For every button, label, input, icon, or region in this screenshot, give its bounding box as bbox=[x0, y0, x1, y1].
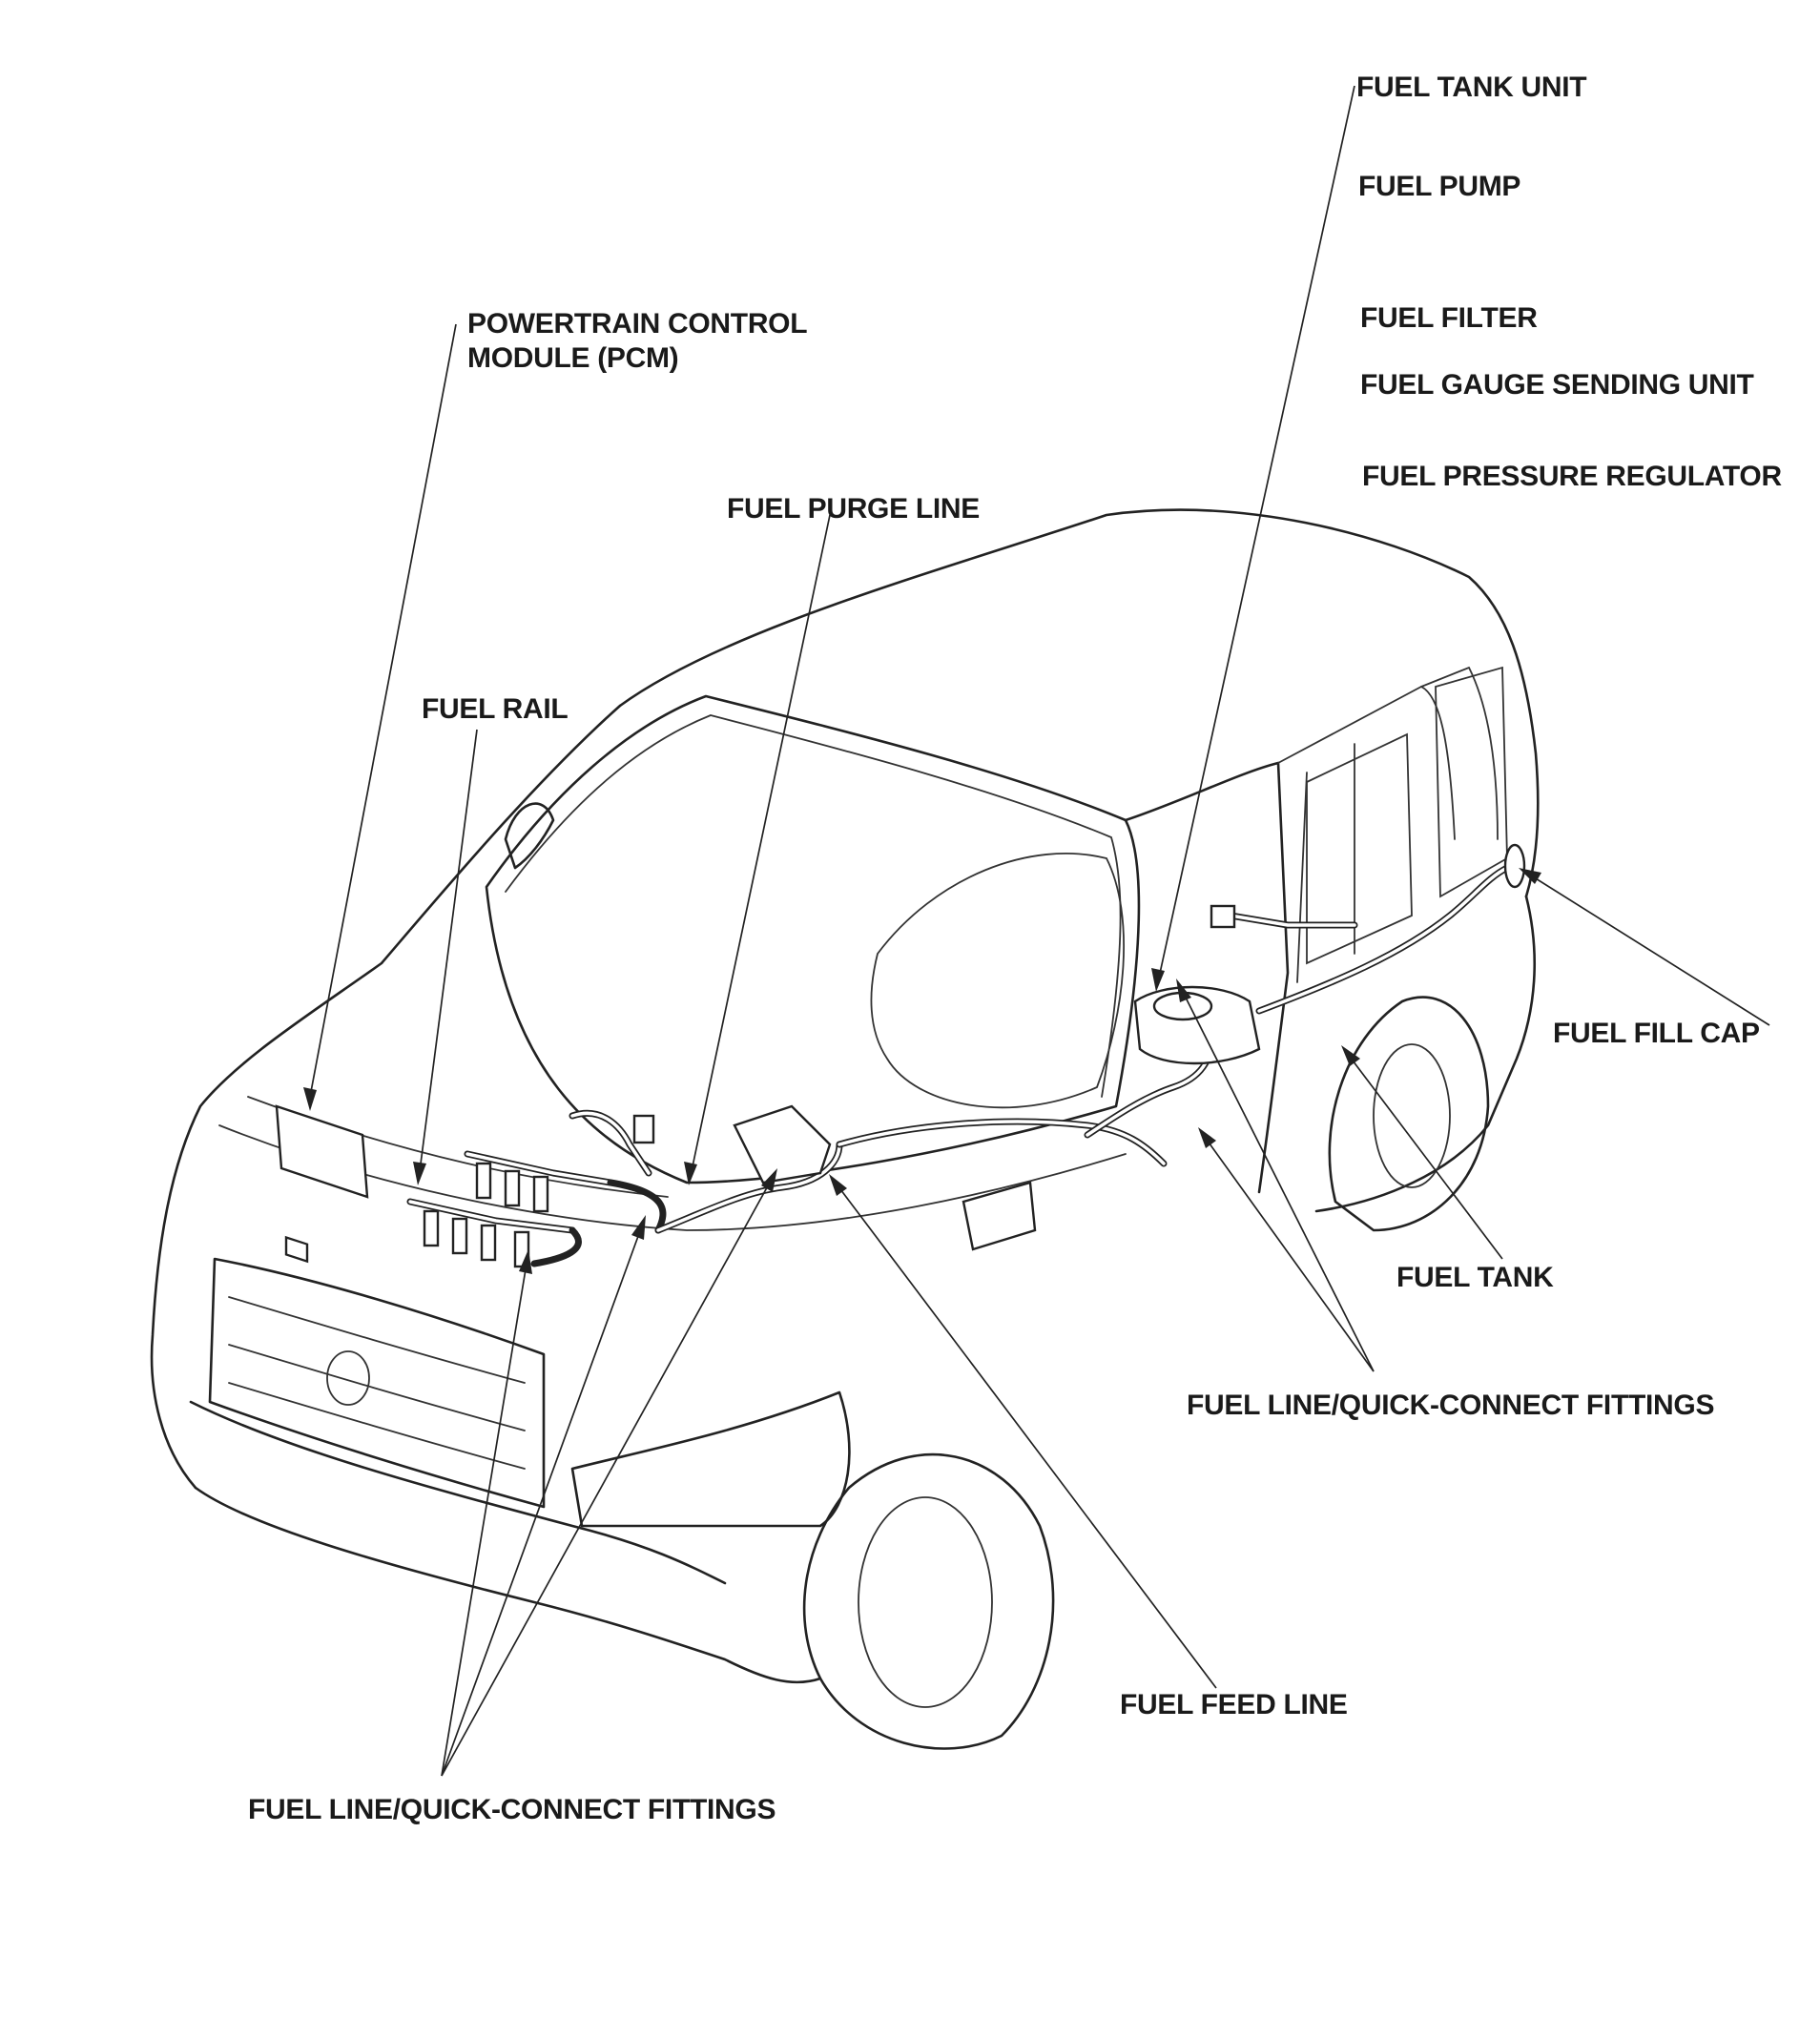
label-fuel-gauge-sending-unit: FUEL GAUGE SENDING UNIT bbox=[1360, 369, 1754, 401]
label-fuel-filter: FUEL FILTER bbox=[1360, 302, 1538, 334]
label-fuel-rail: FUEL RAIL bbox=[422, 693, 569, 725]
leader-lines bbox=[303, 85, 1770, 1777]
vehicle-body bbox=[150, 508, 1540, 1750]
label-fuel-tank: FUEL TANK bbox=[1396, 1262, 1554, 1293]
label-fittings-left: FUEL LINE/QUICK-CONNECT FITTINGS bbox=[248, 1794, 776, 1825]
label-fuel-feed-line: FUEL FEED LINE bbox=[1120, 1689, 1348, 1720]
fuel-system-components bbox=[275, 843, 1526, 1268]
fuel-fill-cap-shape bbox=[1503, 843, 1526, 889]
label-fuel-fill-cap: FUEL FILL CAP bbox=[1553, 1018, 1760, 1049]
fuel-injectors bbox=[423, 1162, 549, 1268]
label-fuel-pump: FUEL PUMP bbox=[1358, 171, 1521, 202]
label-pcm-line2: MODULE (PCM) bbox=[467, 342, 679, 374]
label-fuel-pressure-regulator: FUEL PRESSURE REGULATOR bbox=[1362, 461, 1782, 492]
label-fuel-tank-unit: FUEL TANK UNIT bbox=[1356, 72, 1587, 103]
pcm-box bbox=[275, 1104, 369, 1199]
label-fuel-purge-line: FUEL PURGE LINE bbox=[727, 493, 980, 525]
label-pcm-line1: POWERTRAIN CONTROL bbox=[467, 308, 808, 340]
label-fittings-right: FUEL LINE/QUICK-CONNECT FITTINGS bbox=[1187, 1390, 1715, 1421]
